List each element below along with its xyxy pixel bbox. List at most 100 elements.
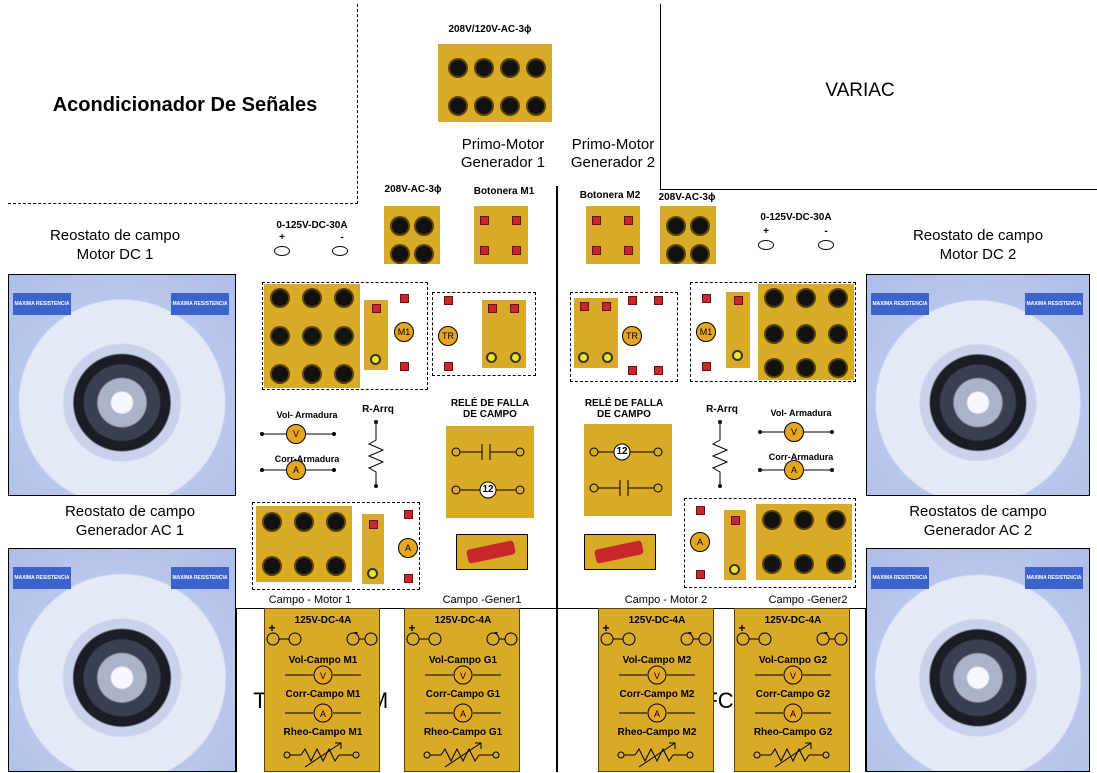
photo-badge: MAXIMA RESISTENCIA	[171, 293, 229, 315]
terminal[interactable]	[512, 246, 521, 255]
yellow-terminal[interactable]	[370, 354, 381, 365]
terminal[interactable]	[480, 216, 489, 225]
right-gen-ammeter: A	[690, 532, 710, 552]
yellow-terminal[interactable]	[732, 350, 743, 361]
right-relay-number: 12	[616, 446, 628, 457]
knob	[304, 366, 320, 382]
terminal[interactable]	[592, 246, 601, 255]
bottom-title-box	[236, 608, 866, 772]
field-vol-label: Vol-Campo M2	[622, 655, 692, 666]
svg-text:V: V	[320, 671, 326, 681]
field-rheo-label: Rheo-Campo M1	[283, 727, 363, 738]
rheostat-gen-2-photo: MAXIMA RESISTENCIA MAXIMA RESISTENCIA	[866, 548, 1090, 772]
right-tr-indicator: TR	[622, 326, 642, 346]
yellow-terminal[interactable]	[729, 564, 740, 575]
plus-sign: +	[738, 621, 746, 635]
right-dc-minus-terminal[interactable]	[818, 240, 834, 250]
terminal[interactable]	[444, 362, 453, 371]
terminal[interactable]	[512, 216, 521, 225]
terminal[interactable]	[624, 246, 633, 255]
left-breaker-device	[456, 534, 528, 570]
terminal[interactable]	[510, 304, 519, 313]
svg-text:A: A	[320, 709, 326, 719]
right-breaker-device	[584, 534, 656, 570]
terminal[interactable]	[696, 506, 705, 515]
terminal[interactable]	[602, 302, 611, 311]
field-panel-wiring: VA	[266, 632, 378, 768]
knob	[304, 328, 320, 344]
button-box-m2-panel	[586, 206, 640, 264]
terminal[interactable]	[400, 362, 409, 371]
background-text-1: T	[253, 688, 267, 713]
right-relay-line2: DE CAMPO	[597, 409, 651, 420]
signal-conditioner-box	[8, 4, 358, 204]
terminal[interactable]	[444, 296, 453, 305]
rheostat-gen-1-label: Reostato de campo Generador AC 1	[40, 502, 220, 540]
left-aux-panel	[364, 300, 388, 370]
right-vol-armadura-label: Vol- Armadura	[770, 408, 832, 418]
svg-text:V: V	[654, 671, 660, 681]
knob	[668, 246, 684, 262]
knob	[830, 290, 846, 306]
terminal[interactable]	[624, 216, 633, 225]
variac-label: VARIAC	[825, 80, 895, 101]
knob	[392, 218, 408, 234]
right-3ph-panel	[660, 206, 716, 264]
field-supply-label: 125V-DC-4A	[294, 615, 352, 626]
terminal[interactable]	[480, 246, 489, 255]
rheostat-motor-1-line1: Reostato de campo	[49, 227, 181, 244]
terminal[interactable]	[592, 216, 601, 225]
knob	[392, 246, 408, 262]
terminal[interactable]	[369, 520, 378, 529]
rheostat-gen-2-line1: Reostatos de campo	[909, 503, 1047, 520]
left-gen-panel	[256, 506, 352, 582]
left-contactor-box	[262, 282, 428, 390]
rheostat-gen-1-line2: Generador AC 1	[75, 522, 185, 539]
left-3ph-panel	[384, 206, 440, 264]
yellow-terminal[interactable]	[367, 568, 378, 579]
left-relay-number: 12	[482, 484, 494, 495]
knob	[416, 246, 432, 262]
left-tr-panel	[482, 300, 526, 368]
right-dc-plus-terminal[interactable]	[758, 240, 774, 250]
knob	[830, 360, 846, 376]
rheostat-motor-2-photo: MAXIMA RESISTENCIA MAXIMA RESISTENCIA	[866, 274, 1090, 496]
left-corr-armadura-meter: A	[286, 460, 306, 480]
terminal[interactable]	[702, 294, 711, 303]
terminal[interactable]	[734, 296, 743, 305]
terminal[interactable]	[628, 366, 637, 375]
yellow-terminal[interactable]	[578, 352, 589, 363]
supply-3ph-top-panel	[438, 44, 552, 122]
terminal[interactable]	[654, 366, 663, 375]
left-dc-minus-terminal[interactable]	[332, 246, 348, 256]
yellow-terminal[interactable]	[510, 352, 521, 363]
knob	[296, 558, 312, 574]
knob	[766, 360, 782, 376]
rheostat-motor-1-photo: MAXIMA RESISTENCIA MAXIMA RESISTENCIA	[8, 274, 236, 496]
yellow-terminal[interactable]	[602, 352, 613, 363]
terminal[interactable]	[696, 570, 705, 579]
terminal[interactable]	[488, 304, 497, 313]
right-gen-aux	[724, 510, 746, 580]
terminal[interactable]	[400, 294, 409, 303]
yellow-terminal[interactable]	[486, 352, 497, 363]
terminal[interactable]	[628, 296, 637, 305]
left-dc-plus-terminal[interactable]	[274, 246, 290, 256]
terminal[interactable]	[580, 302, 589, 311]
terminal[interactable]	[404, 510, 413, 519]
terminal[interactable]	[702, 362, 711, 371]
knob	[502, 60, 518, 76]
terminal[interactable]	[404, 574, 413, 583]
terminal[interactable]	[731, 516, 740, 525]
terminal[interactable]	[372, 304, 381, 313]
left-meter-wires	[260, 432, 336, 472]
field-rheo-label: Rheo-Campo G2	[753, 727, 833, 738]
knob	[528, 60, 544, 76]
photo-badge: MAXIMA RESISTENCIA	[13, 293, 71, 315]
right-corr-armadura-label: Corr-Armadura	[768, 452, 834, 462]
field-panel-title: Campo -Gener2	[768, 594, 848, 606]
terminal[interactable]	[654, 296, 663, 305]
field-supply-label: 125V-DC-4A	[628, 615, 686, 626]
